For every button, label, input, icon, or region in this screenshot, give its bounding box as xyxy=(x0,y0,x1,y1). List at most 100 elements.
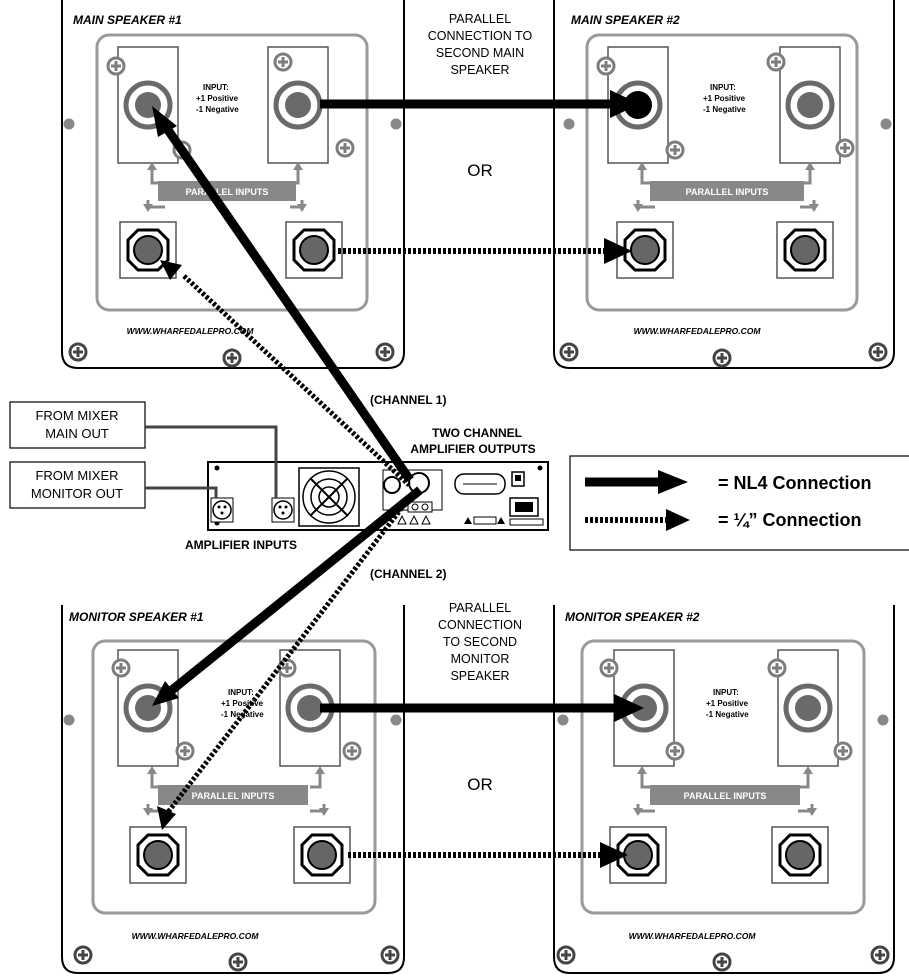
box-line: FROM MIXER xyxy=(35,468,118,483)
note-line: CONNECTION TO xyxy=(428,29,533,43)
input-positive: +1 Positive xyxy=(221,699,264,708)
input-positive: +1 Positive xyxy=(706,699,749,708)
parallel-inputs-label: PARALLEL INPUTS xyxy=(192,791,275,801)
bottom-parallel-note: PARALLEL CONNECTION TO SECOND MONITOR SP… xyxy=(438,601,522,683)
quarter-legend-arrowhead xyxy=(666,509,690,531)
channel-2-label: (CHANNEL 2) xyxy=(370,567,446,581)
screw-icon xyxy=(273,52,293,72)
screw-icon xyxy=(375,342,395,362)
screw-icon xyxy=(870,945,890,965)
input-label: INPUT: xyxy=(710,83,736,92)
main-speaker-2-panel: INPUT: +1 Positive -1 Negative PARALLEL … xyxy=(553,0,895,369)
input-negative: -1 Negative xyxy=(706,710,749,719)
note-line: PARALLEL xyxy=(449,601,511,615)
screw-icon xyxy=(712,952,732,972)
quarter-inch-jack[interactable] xyxy=(128,825,188,885)
quarter-inch-jack[interactable] xyxy=(292,825,352,885)
screw-icon xyxy=(599,658,619,678)
quarter-inch-jack[interactable] xyxy=(284,220,344,280)
parallel-inputs-label: PARALLEL INPUTS xyxy=(686,187,769,197)
xlr-input-jack[interactable] xyxy=(210,497,234,523)
monitor-speaker-1-panel: INPUT: +1 Positive -1 Negative PARALLEL … xyxy=(61,605,405,974)
legend: = NL4 Connection = ¼” Connection xyxy=(569,455,909,551)
mount-dot xyxy=(390,118,402,130)
note-line: SPEAKER xyxy=(450,63,509,77)
screw-icon xyxy=(767,658,787,678)
speaker-title: MAIN SPEAKER #2 xyxy=(571,13,680,27)
website-label: WWW.WHARFEDALEPRO.COM xyxy=(629,931,757,941)
input-negative: -1 Negative xyxy=(196,105,239,114)
speaker-title: MONITOR SPEAKER #1 xyxy=(69,610,204,624)
input-label: INPUT: xyxy=(228,688,254,697)
screw-icon xyxy=(380,945,400,965)
parallel-inputs-label: PARALLEL INPUTS xyxy=(684,791,767,801)
or-label: OR xyxy=(467,161,493,180)
box-line: MONITOR OUT xyxy=(31,486,123,501)
screw-icon xyxy=(833,741,853,761)
mount-dot xyxy=(880,118,892,130)
note-line: SPEAKER xyxy=(450,669,509,683)
screw-icon xyxy=(111,658,131,678)
legend-quarter-label: = ¼” Connection xyxy=(718,510,862,530)
amplifier-rear-panel xyxy=(207,461,549,531)
input-label: INPUT: xyxy=(203,83,229,92)
note-line: PARALLEL xyxy=(449,12,511,26)
parallel-inputs-label: PARALLEL INPUTS xyxy=(186,187,269,197)
screw-icon xyxy=(559,342,579,362)
speaker-title: MAIN SPEAKER #1 xyxy=(73,13,182,27)
screw-icon xyxy=(868,342,888,362)
top-parallel-note: PARALLEL CONNECTION TO SECOND MAIN SPEAK… xyxy=(428,12,533,77)
outputs-label-line2: AMPLIFIER OUTPUTS xyxy=(410,442,535,456)
fan-grille xyxy=(298,467,360,527)
speakon-output-jack[interactable] xyxy=(383,476,401,494)
mount-dot xyxy=(557,714,569,726)
xlr-input-jack[interactable] xyxy=(271,497,295,523)
screw-icon xyxy=(835,138,855,158)
screw-icon xyxy=(665,140,685,160)
legend-nl4-label: = NL4 Connection xyxy=(718,473,872,493)
amplifier-inputs-label: AMPLIFIER INPUTS xyxy=(185,538,297,552)
note-line: MONITOR xyxy=(451,652,510,666)
speakon-input-jack[interactable] xyxy=(780,47,840,163)
input-positive: +1 Positive xyxy=(703,94,746,103)
screw-icon xyxy=(766,52,786,72)
mixer-monitor-cable xyxy=(145,486,218,498)
parallel-inputs-banner xyxy=(158,181,296,201)
note-line: TO SECOND xyxy=(443,635,517,649)
speakon-input-jack[interactable] xyxy=(778,650,838,766)
main-speaker-1-panel: INPUT: +1 Positive -1 Negative PARALLEL … xyxy=(61,0,405,369)
screw-icon xyxy=(175,741,195,761)
speakon-input-jack[interactable] xyxy=(118,47,178,163)
note-line: CONNECTION xyxy=(438,618,522,632)
speaker-title: MONITOR SPEAKER #2 xyxy=(565,610,700,624)
parallel-inputs-banner xyxy=(650,181,804,201)
screw-icon xyxy=(596,56,616,76)
nl4-cables xyxy=(152,90,644,722)
mount-dot xyxy=(63,118,75,130)
note-line: SECOND MAIN xyxy=(436,46,524,60)
quarter-inch-jack[interactable] xyxy=(770,825,830,885)
parallel-inputs-banner xyxy=(158,785,308,805)
screw-icon xyxy=(68,342,88,362)
iec-power-inlet[interactable] xyxy=(509,497,539,517)
mount-dot xyxy=(877,714,889,726)
box-line: FROM MIXER xyxy=(35,408,118,423)
input-positive: +1 Positive xyxy=(196,94,239,103)
website-label: WWW.WHARFEDALEPRO.COM xyxy=(127,326,255,336)
quarter-inch-cables xyxy=(157,238,632,868)
mixer-main-out-box: FROM MIXER MAIN OUT xyxy=(9,401,146,449)
mixer-main-cable xyxy=(145,425,278,498)
screw-icon xyxy=(556,945,576,965)
input-label: INPUT: xyxy=(713,688,739,697)
quarter-inch-jack[interactable] xyxy=(775,220,835,280)
or-label: OR xyxy=(467,775,493,794)
screw-icon xyxy=(106,56,126,76)
parallel-inputs-banner xyxy=(650,785,800,805)
mount-dot xyxy=(563,118,575,130)
mixer-monitor-out-box: FROM MIXER MONITOR OUT xyxy=(9,461,146,509)
monitor-speaker-2-panel: INPUT: +1 Positive -1 Negative PARALLEL … xyxy=(553,605,895,974)
screw-icon xyxy=(335,138,355,158)
outputs-label-line1: TWO CHANNEL xyxy=(432,426,522,440)
mount-dot xyxy=(390,714,402,726)
